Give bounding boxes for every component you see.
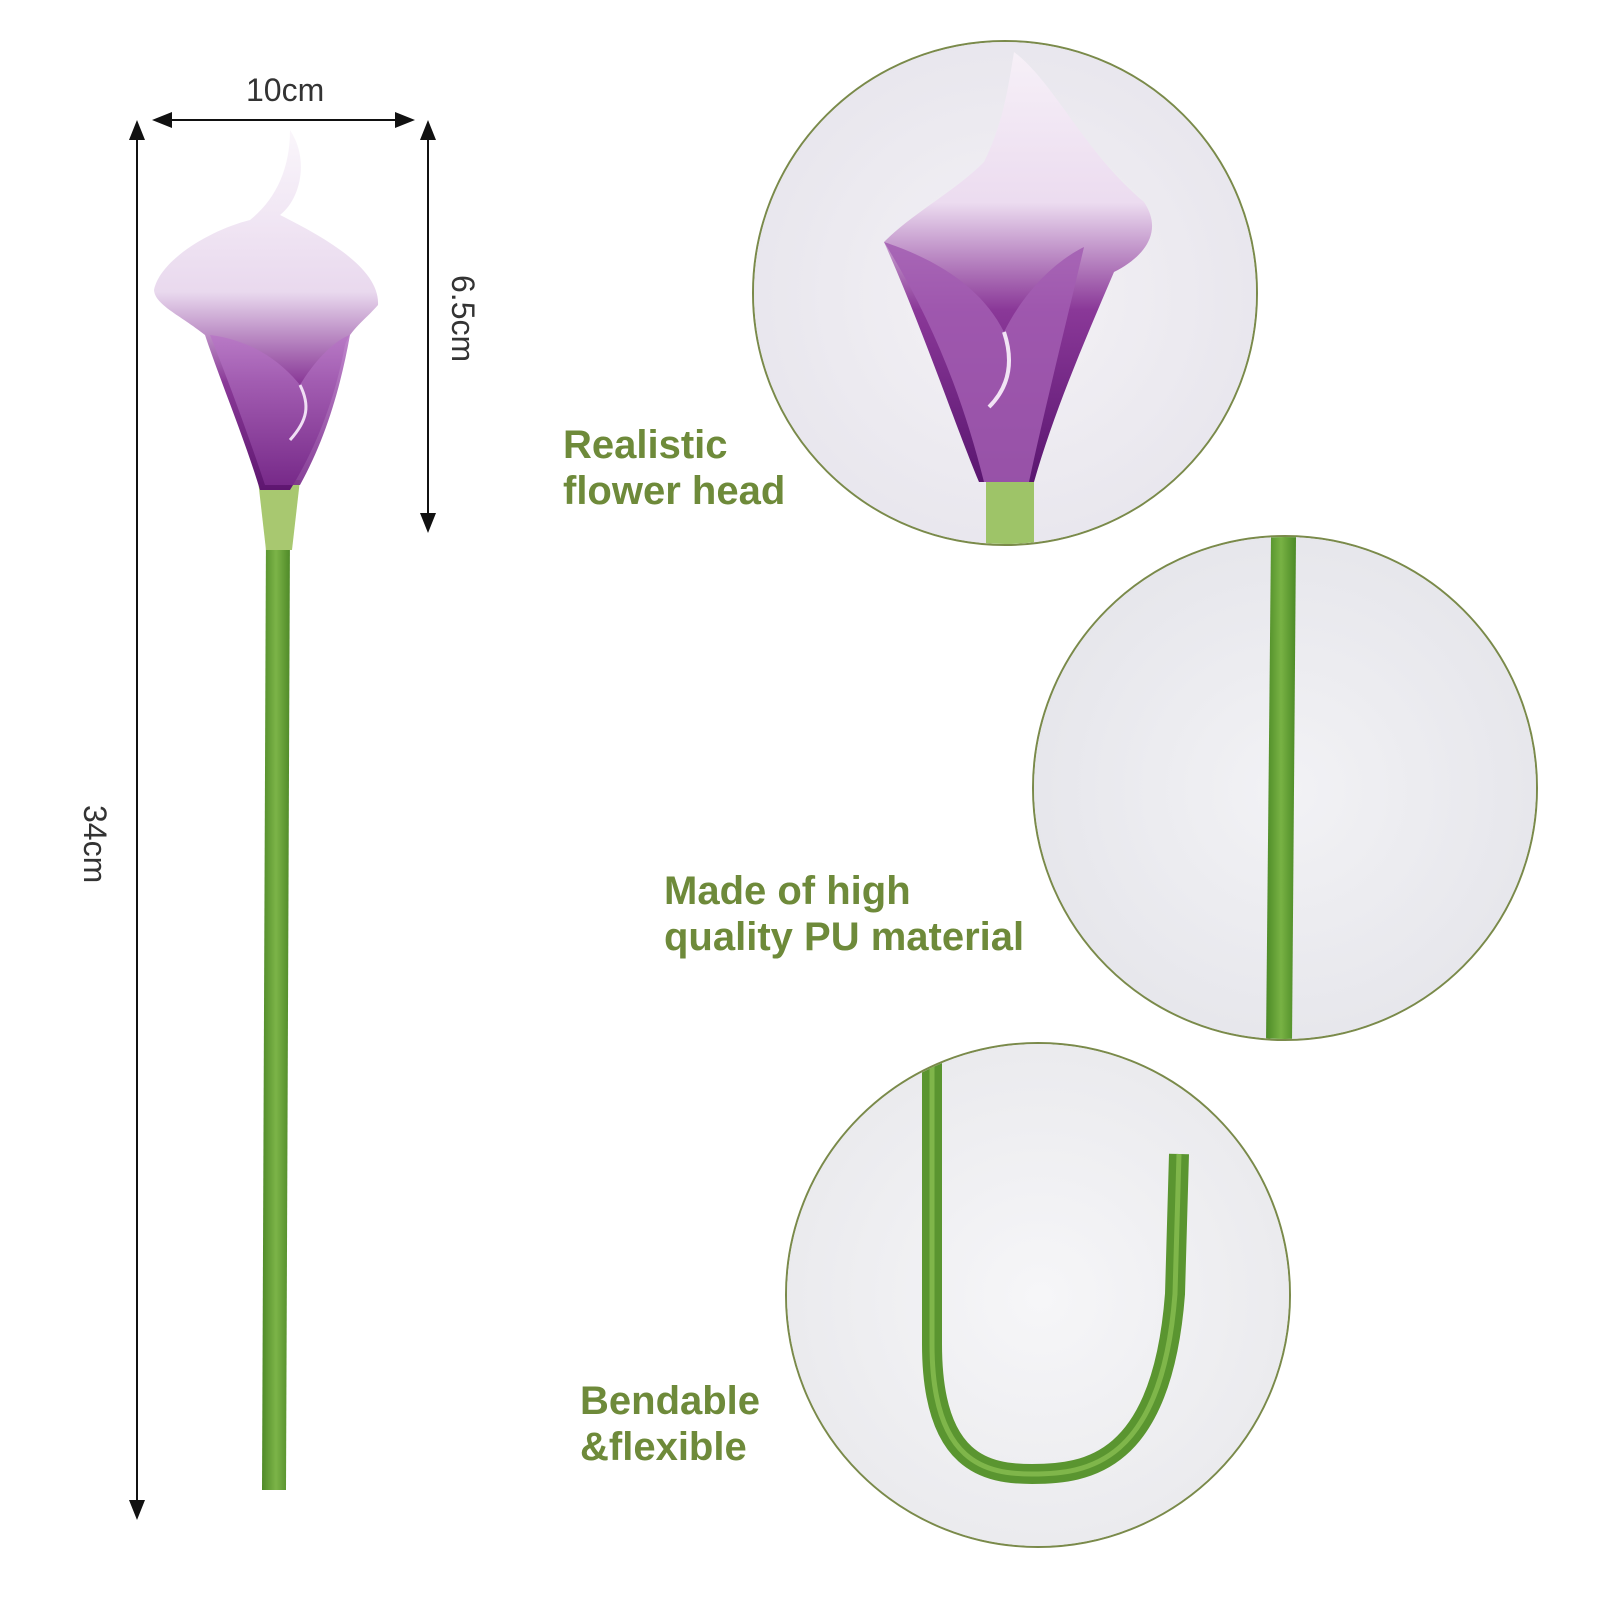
feature-line: quality PU material [664, 915, 1025, 959]
calla-lily-full-image [154, 130, 379, 1490]
stem-closeup-image [1034, 537, 1536, 1039]
feature-circle-bendable [785, 1042, 1291, 1548]
feature-line: Realistic [563, 423, 728, 467]
feature-line: Made of high [664, 869, 911, 913]
feature-text-bendable: Bendable &flexible [580, 1378, 760, 1470]
width-dimension-label: 10cm [246, 72, 325, 108]
feature-circle-flower-head [752, 40, 1258, 546]
dimension-arrows [129, 112, 436, 1520]
feature-text-pu-material: Made of high quality PU material [664, 868, 1024, 960]
feature-line: flower head [563, 469, 786, 513]
feature-text-flower-head: Realistic flower head [563, 422, 785, 514]
feature-circle-pu-material [1032, 535, 1538, 1041]
bent-stem-image [787, 1044, 1289, 1546]
feature-line: Bendable [580, 1379, 761, 1423]
total-height-dimension-label: 34cm [77, 805, 113, 884]
feature-line: &flexible [580, 1425, 747, 1469]
flower-head-closeup-image [754, 42, 1256, 544]
head-height-dimension-label: 6.5cm [445, 275, 481, 363]
